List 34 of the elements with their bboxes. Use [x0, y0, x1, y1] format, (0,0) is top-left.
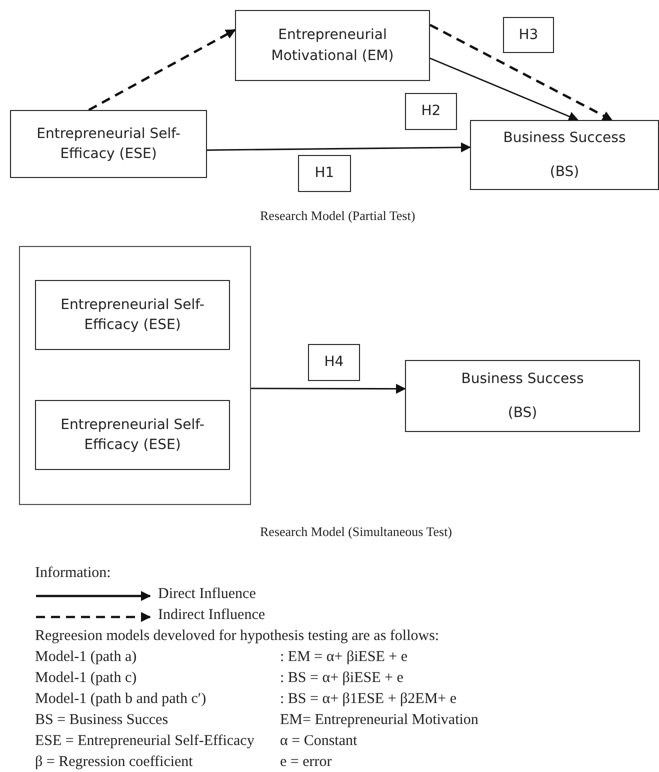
- hypothesis-box: H1: [298, 155, 351, 192]
- hypothesis-box: H3: [503, 17, 554, 53]
- arrow: [430, 58, 579, 122]
- legend-text: Indirect Influence: [158, 607, 266, 624]
- model-text: Model-1 (path a): [35, 649, 137, 666]
- arrow: [207, 142, 471, 152]
- caption: Research Model (Simultaneous Test): [260, 524, 452, 540]
- variable-box: Business Success (BS): [405, 360, 640, 432]
- group-box: [19, 246, 251, 505]
- equation-text: : BS = α+ β1ESE + β2EM+ e: [280, 691, 457, 708]
- equation-text: : BS = α+ βiESE + e: [280, 670, 404, 687]
- model-text: Model-1 (path c): [35, 670, 137, 687]
- model-text: Model-1 (path b and path c′): [35, 691, 206, 708]
- variable-box: Entrepreneurial Self-Efficacy (ESE): [35, 400, 230, 470]
- arrow: [251, 384, 406, 394]
- hypothesis-box: H4: [308, 344, 360, 381]
- variable-box: Entrepreneurial Self-Efficacy (ESE): [10, 110, 207, 178]
- variable-box: Business Success (BS): [470, 120, 659, 190]
- definition-text: α = Constant: [280, 733, 358, 750]
- definition-text: β = Regression coefficient: [35, 754, 193, 771]
- variable-box: Entrepreneurial Self-Efficacy (ESE): [35, 280, 230, 350]
- equation-text: : EM = α+ βiESE + e: [280, 649, 408, 666]
- note-text: Regreesion models develoved for hypothesis testing are as follows:: [35, 628, 440, 645]
- variable-box: Entrepreneurial Motivational (EM): [235, 10, 430, 81]
- dashed-arrow: [88, 28, 236, 112]
- dashed-arrow: [429, 24, 613, 122]
- legend-text: Direct Influence: [158, 586, 256, 603]
- definition-text: ESE = Entrepreneurial Self-Efficacy: [35, 733, 254, 750]
- definition-text: EM= Entrepreneurial Motivation: [280, 712, 478, 729]
- hypothesis-box: H2: [405, 93, 457, 130]
- info-heading: Information:: [35, 565, 111, 582]
- definition-text: BS = Business Succes: [35, 712, 168, 729]
- caption: Research Model (Partial Test): [260, 208, 416, 224]
- definition-text: e = error: [280, 754, 332, 771]
